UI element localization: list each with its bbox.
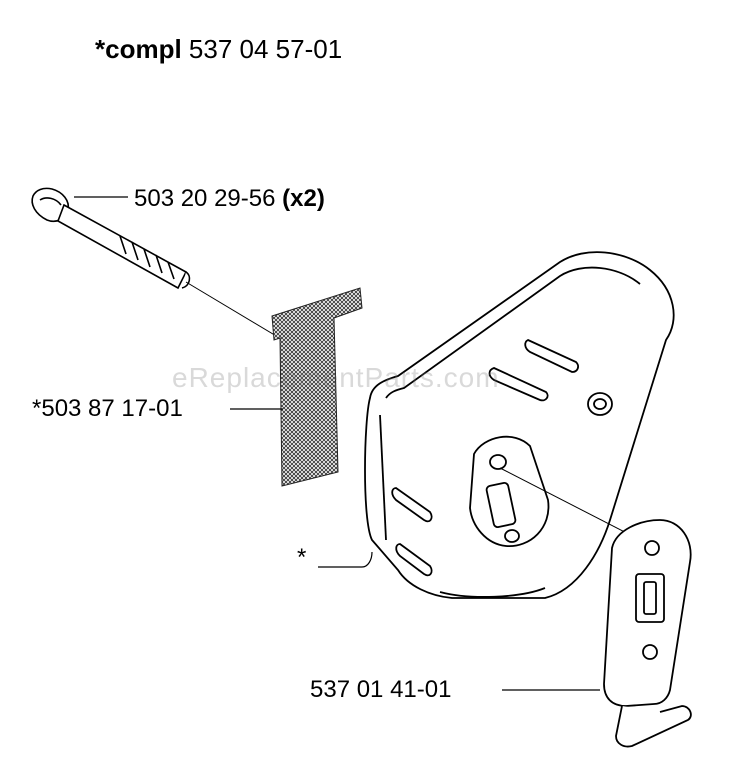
assembly-number: 537 04 57-01 [188, 34, 343, 64]
screen-part-number: *503 87 17-01 [32, 395, 183, 422]
gasket-plate [603, 519, 692, 748]
watermark: eReplacementParts.com [172, 362, 500, 393]
bolt-quantity: (x2) [282, 185, 325, 212]
muffler-label: * [297, 546, 306, 570]
gasket-part-number: 537 01 41-01 [310, 676, 452, 703]
muffler-part-number: * [297, 544, 307, 571]
bolt-part-number: 503 20 29-56 [134, 185, 276, 212]
screen-label: *503 87 17-01 [32, 397, 183, 421]
bolt-label: 503 20 29-56 (x2) [134, 187, 325, 211]
assembly-prefix: *compl [95, 34, 182, 64]
gasket-label: 537 01 41-01 [310, 678, 451, 702]
muffler-leader-line [318, 551, 373, 568]
spark-arrestor-screen [271, 287, 363, 487]
muffler-body [364, 251, 675, 599]
bolt-part [31, 187, 191, 290]
assembly-title: *compl 537 04 57-01 [95, 36, 342, 62]
